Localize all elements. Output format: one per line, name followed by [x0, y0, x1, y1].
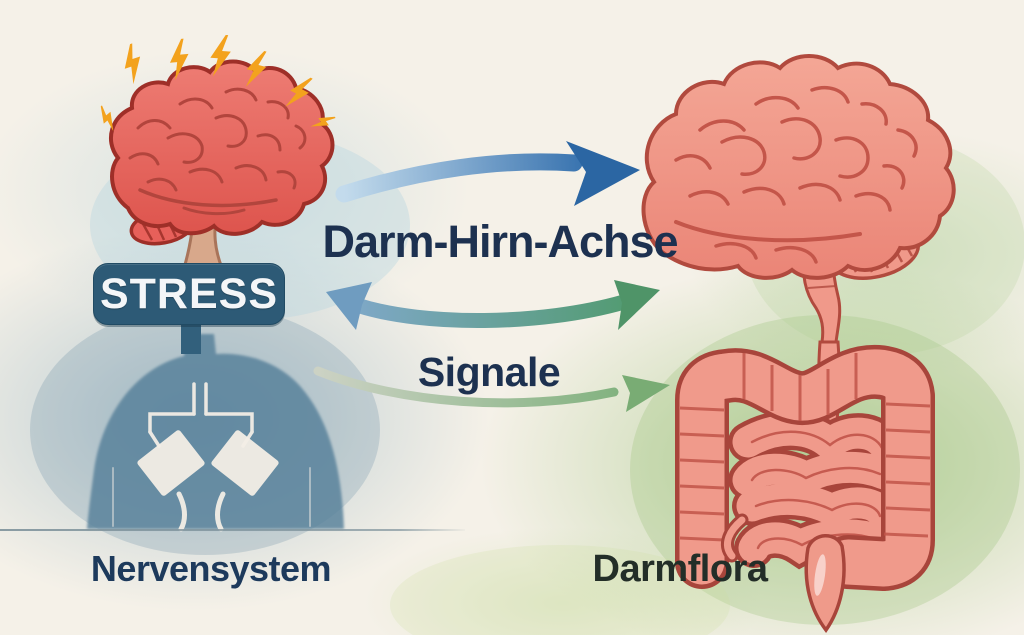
arrowhead-right-icon — [614, 280, 660, 330]
left-brain-cortex — [108, 59, 335, 236]
right-brain-illustration — [641, 54, 956, 386]
nerve-node-left — [137, 430, 205, 496]
small-intestine-creases — [750, 430, 884, 550]
colon — [679, 349, 931, 587]
brain-to-gut-arrow — [335, 141, 640, 206]
right-brain-cortex — [641, 54, 956, 280]
nervous-system-figure — [112, 382, 311, 532]
intestine-illustration — [675, 340, 935, 633]
bidirectional-arrow — [326, 280, 660, 330]
colon-haustra — [679, 353, 931, 542]
right-brain-gyri — [674, 85, 918, 264]
left-brain-gyri — [128, 87, 307, 216]
small-intestine — [732, 414, 902, 565]
arrowhead-right-icon — [622, 375, 670, 412]
lightning-bolt-icon — [118, 42, 148, 86]
rectum-highlight — [814, 554, 826, 596]
rectum — [804, 534, 846, 633]
stress-sign-post — [181, 318, 201, 354]
arrowhead-right-icon — [566, 141, 640, 206]
left-brain-illustration — [108, 59, 335, 270]
gut-to-brain-arrow — [313, 366, 670, 412]
torso-silhouette — [87, 334, 344, 532]
nerve-node-right — [211, 430, 279, 496]
arrowhead-left-icon — [326, 282, 372, 330]
